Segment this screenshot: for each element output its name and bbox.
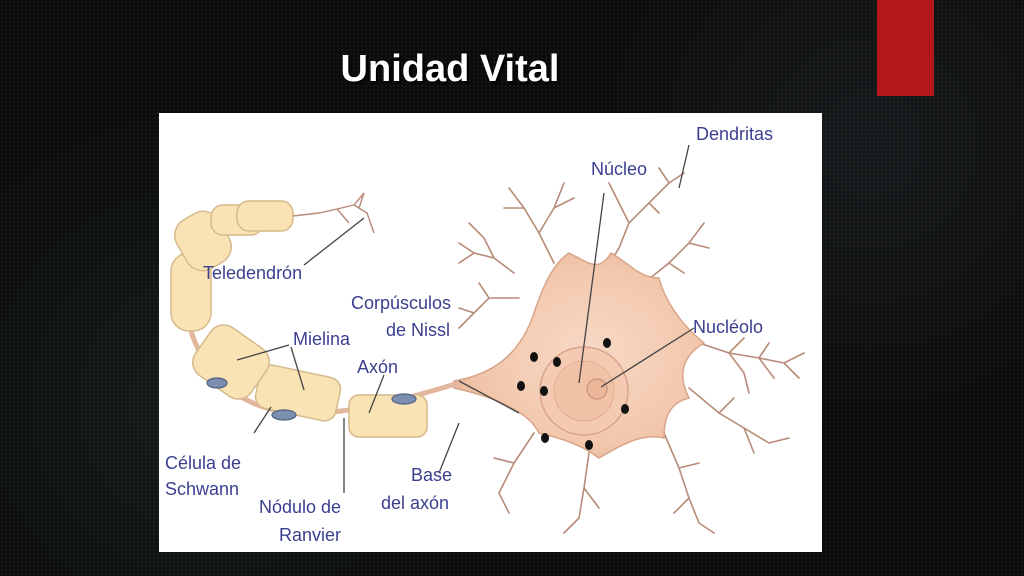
pointer-lines <box>236 144 695 493</box>
label-nissl-line2: de Nissl <box>386 320 450 340</box>
label-axon: Axón <box>357 357 398 377</box>
label-nucleus: Núcleo <box>591 159 647 179</box>
label-schwann-line1: Célula de <box>165 453 241 473</box>
neuron-diagram: Dendritas Núcleo Teledendrón Corpúsculos… <box>159 113 822 552</box>
schwann-nuclei <box>206 377 417 421</box>
nissl-bodies <box>517 338 629 450</box>
label-axon-base-line2: del axón <box>381 493 449 513</box>
label-ranvier-line1: Nódulo de <box>259 497 341 517</box>
nucleolus <box>586 378 608 400</box>
label-schwann-line2: Schwann <box>165 479 239 499</box>
label-axon-base-line1: Base <box>411 465 452 485</box>
slide-title: Unidad Vital <box>340 48 560 90</box>
telodendron <box>292 192 375 234</box>
label-myelin: Mielina <box>293 329 351 349</box>
myelin-sheath <box>170 200 428 438</box>
neuron-illustration: Dendritas Núcleo Teledendrón Corpúsculos… <box>165 124 805 545</box>
label-dendrites: Dendritas <box>696 124 773 144</box>
label-ranvier-line2: Ranvier <box>279 525 341 545</box>
label-nissl-line1: Corpúsculos <box>351 293 451 313</box>
label-nucleolus: Nucléolo <box>693 317 763 337</box>
accent-bar <box>877 0 934 96</box>
dendrites <box>458 167 805 534</box>
label-telodendron: Teledendrón <box>203 263 302 283</box>
